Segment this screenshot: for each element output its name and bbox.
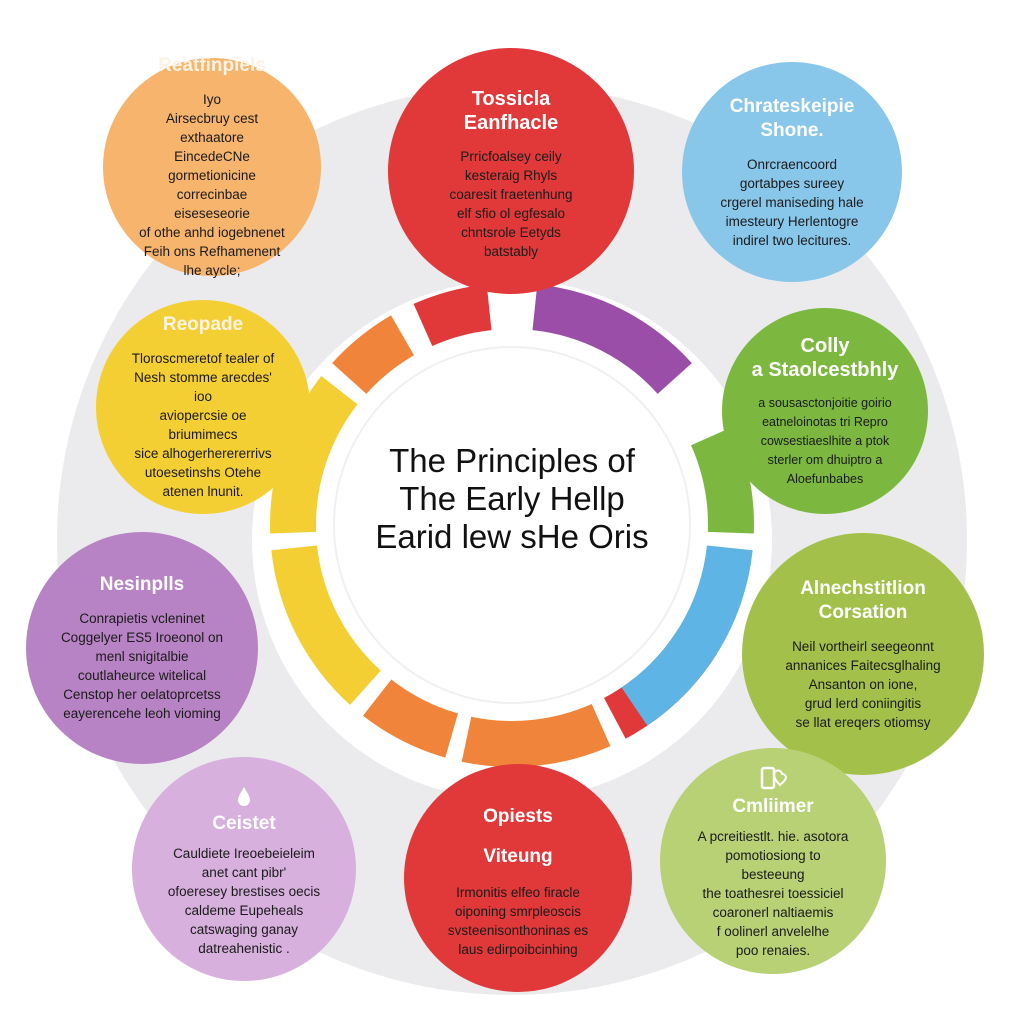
center-title-line-1: The Principles of bbox=[389, 442, 635, 479]
principle-node-7-body: Neil vortheirl seegeonnt annanices Faite… bbox=[785, 638, 941, 730]
droplet-icon bbox=[238, 787, 250, 806]
ring-segment-5 bbox=[363, 679, 458, 758]
ring-segment-1 bbox=[413, 284, 492, 346]
principle-node-10-title: Cmliimer bbox=[732, 795, 814, 817]
principle-node-3-title: Chrateskeipie Shone. bbox=[729, 95, 855, 141]
principle-node-2: Tossicla Eanfhacle Prricfoalsey ceily ke… bbox=[388, 48, 634, 294]
phone-heart-icon bbox=[760, 766, 788, 789]
ring-segments bbox=[270, 284, 754, 767]
principle-node-4: Reopade Tloroscmeretof tealer of Nesh st… bbox=[96, 300, 310, 514]
principle-node-8: Ceistet Cauldiete Ireoebeieleim anet can… bbox=[132, 757, 356, 981]
principle-node-8-body: Cauldiete Ireoebeieleim anet cant pibr' … bbox=[167, 846, 321, 956]
principle-node-1: Reatfinpiels Iyo Airsecbruy cest exthaat… bbox=[103, 55, 321, 278]
ring-segment-3 bbox=[270, 376, 358, 534]
principle-node-6-body: Conrapietis vcleninet Coggelyer ES5 Iroe… bbox=[60, 611, 224, 721]
principle-node-6: Nesinplls Conrapietis vcleninet Coggelye… bbox=[26, 532, 258, 764]
principle-node-9-title: Opiests Viteung bbox=[483, 806, 553, 867]
principle-node-4-title: Reopade bbox=[162, 314, 244, 335]
principle-node-1-body: Iyo Airsecbruy cest exthaatore EincedeCN… bbox=[139, 92, 285, 278]
principle-node-6-title: Nesinplls bbox=[99, 574, 185, 595]
principle-node-9: Opiests Viteung Irmonitis elfeo firacle … bbox=[404, 764, 632, 992]
center-title-line-3: Earid lew sHe Oris bbox=[375, 518, 649, 555]
principle-node-3-body: Onrcraencoord gortabpes sureey crgerel m… bbox=[720, 156, 864, 248]
center-circle bbox=[333, 346, 691, 704]
principle-node-7: Alnechstitlion Corsation Neil vortheirl … bbox=[742, 533, 984, 775]
principle-node-5: Colly a Staolcestbhly a sousasctonjoitie… bbox=[722, 308, 928, 514]
ring-segment-8 bbox=[532, 284, 692, 394]
principle-node-10: Cmliimer A pcreitiestlt. hie. asotora po… bbox=[660, 748, 886, 974]
ring-segment-10 bbox=[621, 545, 753, 726]
principle-node-7-title: Alnechstitlion Corsation bbox=[800, 577, 926, 623]
principle-node-9-body: Irmonitis elfeo firacle oiponing smrpleo… bbox=[447, 885, 589, 957]
principle-node-2-title: Tossicla Eanfhacle bbox=[463, 88, 559, 134]
center-title: The Principles of The Early Hellp Earid … bbox=[354, 442, 670, 556]
principle-node-5-body: a sousasctonjoitie goirio eatneloinotas … bbox=[758, 395, 892, 486]
principle-node-4-body: Tloroscmeretof tealer of Nesh stomme are… bbox=[131, 351, 275, 499]
principle-node-10-body: A pcreitiestlt. hie. asotora pomotiosion… bbox=[697, 828, 849, 958]
principle-node-8-title: Ceistet bbox=[212, 813, 276, 834]
principle-node-1-title: Reatfinpiels bbox=[158, 55, 266, 76]
principle-node-5-title: Colly a Staolcestbhly bbox=[751, 334, 899, 381]
ring-segment-4 bbox=[271, 545, 381, 705]
principle-node-3: Chrateskeipie Shone. Onrcraencoord gorta… bbox=[682, 62, 902, 282]
principle-node-2-body: Prricfoalsey ceily kesteraig Rhyls coare… bbox=[449, 149, 573, 259]
ring-segment-6 bbox=[461, 704, 611, 767]
center-title-line-2: The Early Hellp bbox=[399, 480, 625, 517]
ring-segment-2 bbox=[332, 315, 414, 394]
